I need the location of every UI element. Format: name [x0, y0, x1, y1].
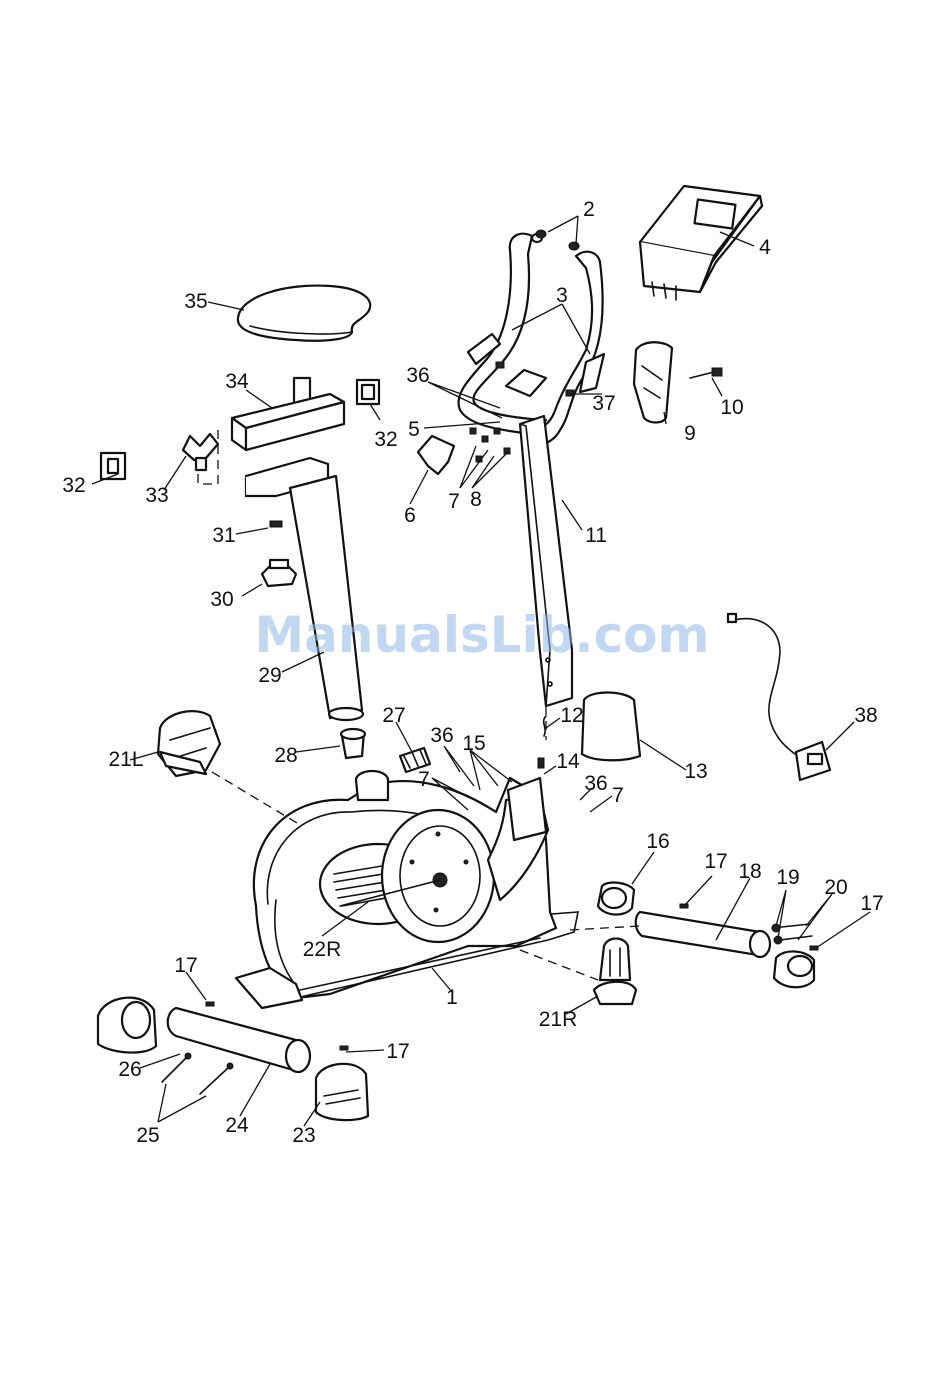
callout-17-front: 17 [174, 954, 197, 977]
seat-post-knob [262, 560, 296, 586]
callout-labels: 2 3 4 35 34 32 36 37 5 7 8 6 10 9 32 33 … [62, 198, 883, 1147]
post-bolt [538, 758, 544, 768]
callout-28: 28 [274, 744, 297, 767]
callout-32-right: 32 [374, 428, 397, 451]
callout-29: 29 [258, 664, 281, 687]
callout-24: 24 [225, 1114, 249, 1137]
callout-7-left: 7 [418, 768, 430, 791]
handlebar-cover [418, 436, 454, 474]
callout-36-mid: 36 [430, 724, 453, 747]
callout-33: 33 [145, 484, 168, 507]
callout-13: 13 [684, 760, 707, 783]
pulse-sensor-bracket [634, 342, 672, 422]
seat-adjust-knob [183, 434, 218, 470]
callout-30: 30 [210, 588, 233, 611]
pulse-screw [690, 368, 722, 378]
callout-11: 11 [585, 524, 607, 547]
callout-20: 20 [824, 876, 847, 899]
callout-26: 26 [118, 1058, 141, 1081]
callout-9: 9 [684, 422, 696, 445]
callout-17-rear: 17 [704, 850, 727, 873]
callout-1: 1 [446, 986, 458, 1009]
pedal-right [594, 939, 636, 1005]
callout-7-right: 7 [612, 784, 624, 807]
callout-37: 37 [592, 392, 615, 415]
watermark: ManualsLib.com [254, 606, 709, 664]
callout-34: 34 [225, 370, 249, 393]
callout-14: 14 [556, 750, 580, 773]
pedal-left [158, 711, 220, 776]
callout-35: 35 [184, 290, 207, 313]
callout-3: 3 [556, 284, 568, 307]
callout-23: 23 [292, 1124, 315, 1147]
callout-22R: 22R [303, 938, 342, 961]
callout-17-right: 17 [860, 892, 883, 915]
callout-16: 16 [646, 830, 669, 853]
callout-31: 31 [212, 524, 235, 547]
callout-12: 12 [560, 704, 583, 727]
console [640, 186, 762, 300]
seat [238, 286, 370, 341]
callout-4: 4 [759, 236, 771, 259]
callout-21L: 21L [108, 748, 143, 771]
seat-post-bushing [341, 729, 365, 758]
callout-32-left: 32 [62, 474, 85, 497]
callout-36-right: 36 [584, 772, 607, 795]
console-mount-plate [506, 370, 546, 396]
callout-27: 27 [382, 704, 405, 727]
callout-6: 6 [404, 504, 416, 527]
callout-5: 5 [408, 418, 420, 441]
callout-7-top: 7 [448, 490, 460, 513]
callout-25: 25 [136, 1124, 159, 1147]
callout-38: 38 [854, 704, 877, 727]
callout-36-top: 36 [406, 364, 429, 387]
callout-19: 19 [776, 866, 799, 889]
seat-locking-bolt [270, 521, 282, 527]
callout-21R: 21R [539, 1008, 578, 1031]
pulse-cable-sensor [728, 614, 830, 780]
callout-18: 18 [738, 860, 761, 883]
rear-stabilizer-line [570, 926, 640, 930]
post-cover [582, 693, 640, 761]
callout-2: 2 [583, 198, 595, 221]
end-cap-left-inner [108, 459, 118, 473]
callout-10: 10 [720, 396, 743, 419]
callout-8: 8 [470, 488, 482, 511]
pedal-right-line [520, 950, 598, 980]
end-cap-right-inner [362, 385, 374, 399]
callout-15: 15 [462, 732, 485, 755]
seat-slider-bracket [232, 378, 344, 450]
callout-17-bottom: 17 [386, 1040, 409, 1063]
